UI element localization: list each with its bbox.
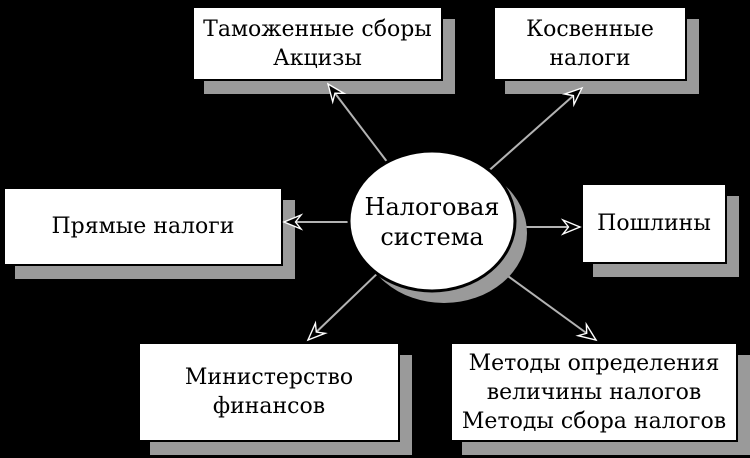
node-label-line: Налоговая	[364, 193, 500, 221]
node-label-line: Методы сбора налогов	[461, 408, 727, 434]
node-label-line: Косвенные	[526, 16, 654, 42]
arrow-to-ministry-of-finance	[306, 220, 433, 342]
node-indirect-taxes: Косвенные налоги	[493, 6, 687, 81]
arrow-to-indirect-taxes	[431, 86, 584, 222]
tax-system-ellipse	[347, 149, 527, 303]
node-ministry-of-finance: Министерство финансов	[138, 342, 400, 442]
node-label-line: система	[380, 223, 484, 251]
node-tax-methods: Методы определения величины налогов Мето…	[450, 342, 738, 442]
arrow-to-direct-taxes	[282, 213, 432, 231]
arrow-to-duties	[432, 218, 582, 236]
node-label-line: Пошлины	[597, 211, 711, 236]
arrow-to-tax-methods	[431, 220, 598, 342]
arrow-to-customs-fees	[326, 82, 433, 222]
node-customs-fees-excises: Таможенные сборы Акцизы	[192, 6, 443, 81]
node-label-line: Методы определения	[468, 350, 720, 376]
node-label-line: финансов	[212, 394, 326, 419]
node-label-line: налоги	[549, 45, 631, 71]
node-label-line: величины налогов	[486, 379, 702, 405]
node-tax-system: Налоговая система	[349, 192, 515, 252]
node-label-line: Акцизы	[273, 45, 362, 71]
node-label-line: Министерство	[184, 365, 354, 390]
node-label-line: Прямые налоги	[51, 214, 235, 239]
node-label-line: Таможенные сборы	[203, 16, 432, 42]
node-duties: Пошлины	[581, 183, 727, 264]
node-direct-taxes: Прямые налоги	[3, 187, 283, 266]
